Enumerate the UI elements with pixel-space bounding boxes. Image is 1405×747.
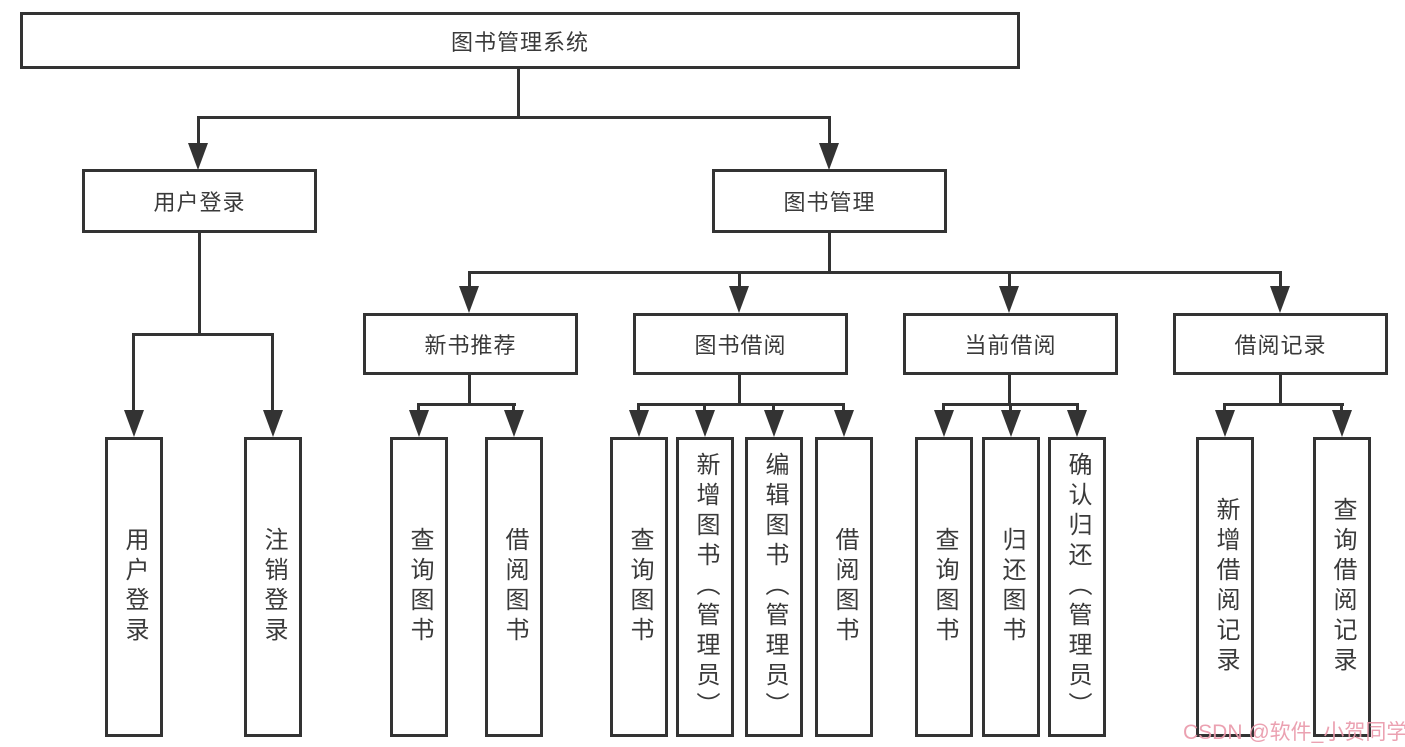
connector-book-mgmt-drop-4 [1279,271,1282,293]
node-current-borrow: 当前借阅 [903,313,1118,375]
csdn-watermark: CSDN @软件_小贺同学 [1183,721,1405,744]
arrow-to-borrow-records [1270,286,1290,313]
connector-root-stem [517,68,520,119]
connector-borrow-stem [738,375,741,406]
connector-borrow-drop-3 [772,403,775,416]
node-borrow-records-label: 借阅记录 [1234,333,1327,358]
node-logout-label: 注销登录 [260,527,287,647]
node-user-login: 用户登录 [82,169,317,233]
node-library-system: 图书管理系统 [20,12,1020,69]
arrow-records-leaf-1 [1215,410,1235,437]
connector-user-login-drop-1 [132,333,135,415]
arrow-current-leaf-2 [1001,410,1021,437]
node-book-management-label: 图书管理 [783,190,876,215]
connector-current-drop-2 [1009,403,1012,416]
connector-book-mgmt-rail [468,271,1282,274]
node-new-book-recommend: 新书推荐 [363,313,578,375]
node-confirm-return-admin-label: 确认归还（管理员） [1064,452,1091,722]
node-current-borrow-label: 当前借阅 [964,333,1057,358]
node-current-query-book: 查询图书 [915,437,973,737]
node-borrow-query-book: 查询图书 [610,437,668,737]
connector-records-drop-1 [1223,403,1226,416]
connector-records-rail [1223,403,1344,406]
connector-book-mgmt-drop-2 [738,271,741,293]
node-recommend-borrow-book-label: 借阅图书 [501,527,528,647]
connector-user-login-stem [198,233,201,336]
arrow-to-current-borrow [999,286,1019,313]
node-library-system-label: 图书管理系统 [450,29,589,55]
connector-borrow-drop-4 [842,403,845,416]
connector-user-login-drop-2 [271,333,274,415]
node-borrow-query-book-label: 查询图书 [626,527,653,647]
node-current-query-book-label: 查询图书 [931,527,958,647]
connector-recommend-stem [468,375,471,406]
arrow-to-login-leaf [124,410,144,437]
node-add-book-admin: 新增图书（管理员） [676,437,734,737]
arrow-borrow-leaf-3 [764,410,784,437]
node-new-book-recommend-label: 新书推荐 [424,333,517,358]
node-book-borrow: 图书借阅 [633,313,848,375]
arrow-borrow-leaf-2 [695,410,715,437]
arrow-to-book-management [819,143,839,170]
connector-root-drop-left [197,116,200,150]
connector-recommend-rail [417,403,516,406]
node-recommend-query-book-label: 查询图书 [406,527,433,647]
connector-book-mgmt-drop-3 [1008,271,1011,293]
node-borrow-book-label: 借阅图书 [831,527,858,647]
node-logout: 注销登录 [244,437,302,737]
connector-book-mgmt-stem [828,233,831,274]
arrow-to-logout-leaf [263,410,283,437]
arrow-to-user-login [188,143,208,170]
arrow-recommend-leaf-1 [409,410,429,437]
node-edit-book-admin: 编辑图书（管理员） [745,437,803,737]
arrow-borrow-leaf-1 [629,410,649,437]
node-return-book: 归还图书 [982,437,1040,737]
connector-borrow-drop-1 [637,403,640,416]
arrow-to-new-book-recommend [459,286,479,313]
node-login-label: 用户登录 [121,527,148,647]
connector-book-mgmt-drop-1 [468,271,471,293]
connector-current-drop-1 [942,403,945,416]
arrow-to-book-borrow [729,286,749,313]
arrow-current-leaf-1 [934,410,954,437]
node-edit-book-admin-label: 编辑图书（管理员） [761,452,788,722]
node-return-book-label: 归还图书 [998,527,1025,647]
connector-records-stem [1279,375,1282,406]
connector-recommend-drop-2 [512,403,515,416]
connector-current-drop-3 [1076,403,1079,416]
connector-records-drop-2 [1340,403,1343,416]
node-add-book-admin-label: 新增图书（管理员） [692,452,719,722]
connector-recommend-drop-1 [417,403,420,416]
node-book-management: 图书管理 [712,169,947,233]
connector-user-login-rail [132,333,274,336]
node-login: 用户登录 [105,437,163,737]
arrow-current-leaf-3 [1067,410,1087,437]
connector-root-drop-right [828,116,831,150]
connector-borrow-drop-2 [703,403,706,416]
node-borrow-book: 借阅图书 [815,437,873,737]
node-query-borrow-record: 查询借阅记录 [1313,437,1371,737]
node-borrow-records: 借阅记录 [1173,313,1388,375]
node-user-login-label: 用户登录 [153,190,246,215]
arrow-records-leaf-2 [1332,410,1352,437]
node-recommend-borrow-book: 借阅图书 [485,437,543,737]
connector-root-rail [197,116,831,119]
node-query-borrow-record-label: 查询借阅记录 [1329,497,1356,677]
node-confirm-return-admin: 确认归还（管理员） [1048,437,1106,737]
node-add-borrow-record-label: 新增借阅记录 [1212,497,1239,677]
node-book-borrow-label: 图书借阅 [694,333,787,358]
arrow-recommend-leaf-2 [504,410,524,437]
arrow-borrow-leaf-4 [834,410,854,437]
node-recommend-query-book: 查询图书 [390,437,448,737]
connector-borrow-rail [637,403,845,406]
node-add-borrow-record: 新增借阅记录 [1196,437,1254,737]
connector-current-stem [1008,375,1011,406]
